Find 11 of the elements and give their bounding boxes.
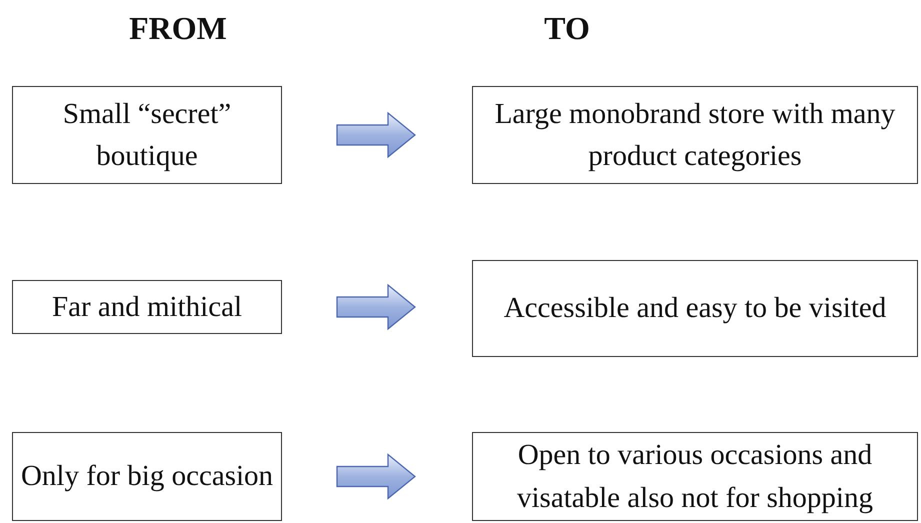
text-box: Only for big occasion (12, 432, 282, 521)
column-heading: TO (544, 10, 590, 47)
text-box: Open to various occasions and visatable also not for shopping (472, 432, 918, 521)
text-box: Large monobrand store with many product categories (472, 86, 918, 184)
block-arrow (336, 112, 416, 158)
text-box: Accessible and easy to be visited (472, 260, 918, 357)
column-heading: FROM (129, 10, 227, 47)
block-arrow (336, 284, 416, 330)
block-arrow (336, 453, 416, 500)
text-box: Small “secret” boutique (12, 86, 282, 184)
text-box: Far and mithical (12, 280, 282, 334)
